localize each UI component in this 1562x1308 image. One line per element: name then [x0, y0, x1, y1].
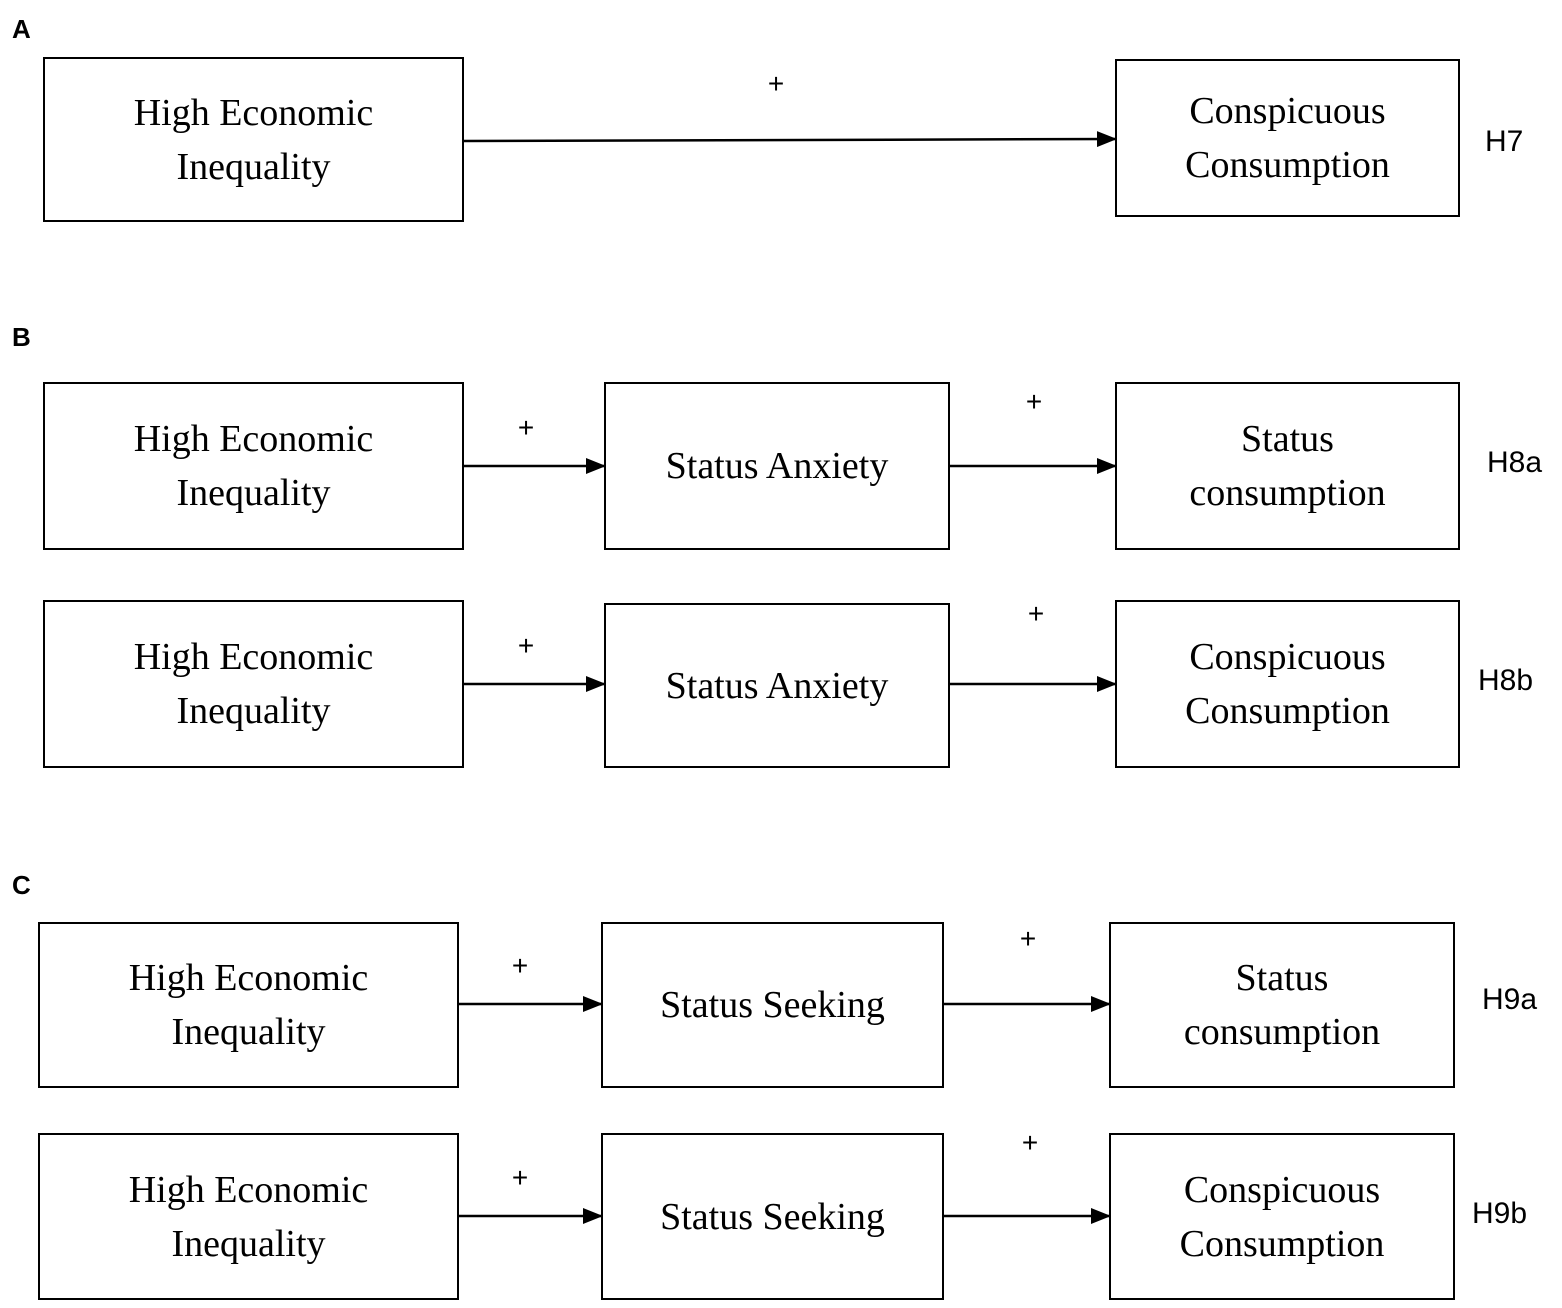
- box-text-line: High Economic: [128, 1168, 369, 1211]
- box-c2-high-economic-inequality: High Economic Inequality: [38, 1133, 459, 1300]
- hypothesis-label-h8a: H8a: [1487, 446, 1543, 479]
- box-text-line: Conspicuous: [1189, 636, 1386, 678]
- box-b1-status-anxiety: Status Anxiety: [604, 382, 950, 550]
- box-text-line: High Economic: [133, 91, 374, 134]
- box-text-line: High Economic: [133, 636, 374, 678]
- sign-c2-path2: +: [1021, 1127, 1039, 1158]
- box-c2-conspicuous-consumption: Conspicuous Consumption: [1109, 1133, 1455, 1300]
- sign-b2-path2: +: [1027, 598, 1045, 629]
- sign-b1-path1: +: [517, 412, 535, 443]
- hypothesis-label-h8b: H8b: [1478, 664, 1534, 697]
- box-b2-status-anxiety: Status Anxiety: [604, 603, 950, 768]
- sign-c1-path1: +: [511, 950, 529, 981]
- sign-b2-path1: +: [517, 630, 535, 661]
- box-text-line: Conspicuous: [1189, 90, 1386, 132]
- hypothesis-label-h7: H7: [1485, 125, 1524, 158]
- box-text-line: Status: [1235, 957, 1329, 999]
- box-text-line: Status Seeking: [660, 1195, 885, 1238]
- box-text-line: Inequality: [171, 1222, 326, 1265]
- panel-label-a: A: [12, 14, 31, 44]
- box-text-line: Inequality: [176, 690, 331, 732]
- box-text-line: Inequality: [176, 145, 331, 188]
- panel-label-b: B: [12, 322, 31, 352]
- box-text-line: Inequality: [176, 472, 331, 514]
- box-c1-status-seeking: Status Seeking: [601, 922, 944, 1088]
- box-text-line: consumption: [1189, 472, 1386, 514]
- sign-a: +: [767, 68, 785, 99]
- box-a-high-economic-inequality: High Economic Inequality: [43, 57, 464, 222]
- sign-c2-path1: +: [511, 1162, 529, 1193]
- box-text-line: High Economic: [133, 418, 374, 460]
- hypothesis-label-h9a: H9a: [1482, 983, 1538, 1016]
- box-c1-high-economic-inequality: High Economic Inequality: [38, 922, 459, 1088]
- box-b1-status-consumption: Status consumption: [1115, 382, 1460, 550]
- box-text-line: Status: [1241, 418, 1334, 460]
- sign-b1-path2: +: [1025, 386, 1043, 417]
- box-text-line: Consumption: [1185, 690, 1390, 732]
- box-text-line: High Economic: [128, 957, 369, 999]
- box-text-line: Conspicuous: [1183, 1168, 1381, 1211]
- box-text-line: Consumption: [1185, 144, 1390, 186]
- box-text-line: Status Anxiety: [665, 664, 889, 707]
- hypothesis-label-h9b: H9b: [1472, 1197, 1528, 1230]
- box-a-conspicuous-consumption: Conspicuous Consumption: [1115, 59, 1460, 217]
- panel-label-c: C: [12, 870, 31, 900]
- box-b2-high-economic-inequality: High Economic Inequality: [43, 600, 464, 768]
- box-c1-status-consumption: Status consumption: [1109, 922, 1455, 1088]
- sign-c1-path2: +: [1019, 923, 1037, 954]
- box-c2-status-seeking: Status Seeking: [601, 1133, 944, 1300]
- box-text-line: consumption: [1183, 1011, 1381, 1053]
- arrow-a-source-to-outcome: [462, 131, 1117, 148]
- box-b1-high-economic-inequality: High Economic Inequality: [43, 382, 464, 550]
- box-b2-conspicuous-consumption: Conspicuous Consumption: [1115, 600, 1460, 768]
- box-text-line: Consumption: [1179, 1222, 1385, 1265]
- box-text-line: Status Anxiety: [665, 445, 889, 487]
- box-text-line: Inequality: [171, 1011, 326, 1053]
- box-text-line: Status Seeking: [660, 984, 885, 1026]
